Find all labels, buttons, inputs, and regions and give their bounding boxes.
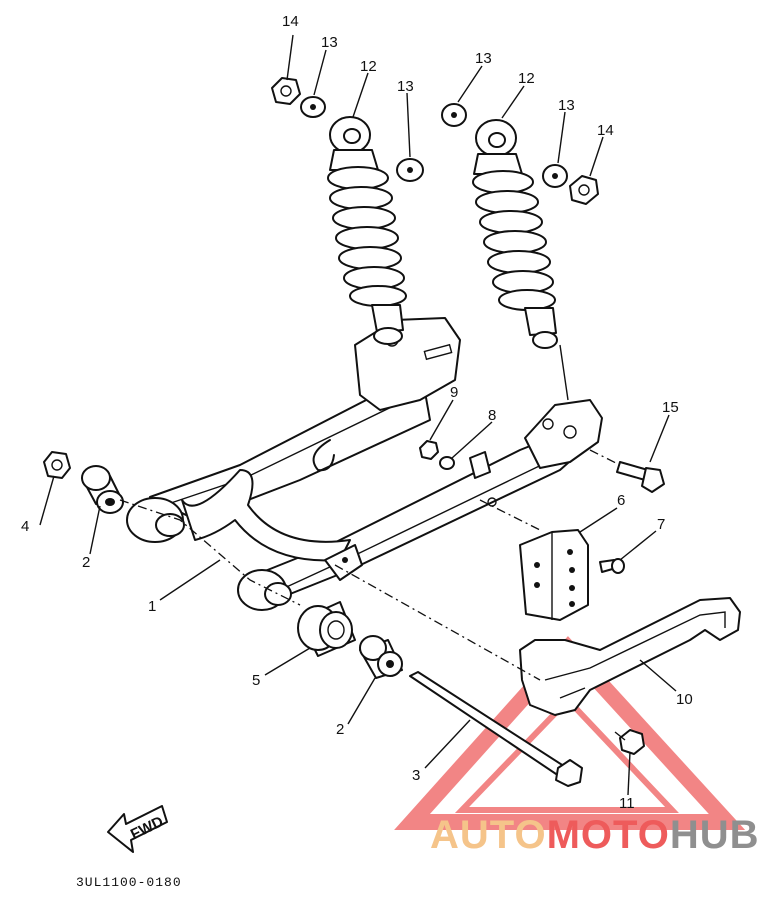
callout-15: 15 [662, 399, 679, 416]
callout-5: 5 [252, 672, 260, 689]
callout-1: 1 [148, 598, 156, 615]
pivot-shaft-3 [409, 671, 583, 787]
watermark-moto: MOTO [547, 813, 670, 857]
callout-12-left: 12 [360, 58, 377, 75]
callout-4: 4 [21, 518, 29, 535]
collar-5 [297, 601, 356, 657]
bracket-6 [519, 529, 589, 621]
washer-13-left-outer [300, 96, 326, 118]
callout-9: 9 [450, 384, 458, 401]
rear-shock-absorber-right [472, 119, 569, 401]
washer-13-right-outer [441, 103, 467, 127]
callout-8: 8 [488, 407, 496, 424]
callout-13-right-inner: 13 [558, 97, 575, 114]
nut-4 [43, 451, 71, 479]
watermark-logo: AUTOMOTOHUB [430, 813, 760, 857]
washer-8 [439, 456, 455, 470]
callout-2-right: 2 [336, 721, 344, 738]
callout-14-left: 14 [282, 13, 299, 30]
watermark-auto: AUTO [430, 813, 547, 857]
leader-lines [39, 34, 677, 796]
rear-shock-absorber-left [327, 116, 407, 345]
callout-13-left-inner: 13 [397, 78, 414, 95]
part-code: 3UL1100-0180 [76, 875, 182, 890]
callout-labels: 14 13 12 13 13 12 13 14 9 8 15 4 2 6 7 1… [21, 13, 693, 812]
chain-guard-10 [519, 597, 741, 716]
nut-14-left [271, 77, 301, 105]
callout-11: 11 [619, 795, 635, 812]
callout-3: 3 [412, 767, 420, 784]
callout-12-right: 12 [518, 70, 535, 87]
nut-9 [419, 440, 439, 460]
forward-arrow: FWD [107, 805, 168, 853]
watermark-triangle [394, 636, 746, 830]
callout-2-left: 2 [82, 554, 90, 571]
callout-7: 7 [657, 516, 665, 533]
callout-13-right-outer: 13 [475, 50, 492, 67]
washer-13-left-inner [396, 158, 424, 182]
nut-14-right [569, 175, 599, 205]
watermark-hub: HUB [670, 813, 760, 857]
callout-14-right: 14 [597, 122, 614, 139]
bolt-15 [616, 461, 665, 493]
bolt-11 [614, 729, 645, 755]
bolt-7 [599, 558, 625, 574]
callout-10: 10 [676, 691, 693, 708]
callout-6: 6 [617, 492, 625, 509]
bushing-2-right [359, 635, 403, 679]
callout-13-left-outer: 13 [321, 34, 338, 51]
swing-arm [126, 317, 603, 611]
washer-13-right-inner [542, 164, 568, 188]
bushing-2-left [81, 465, 124, 514]
